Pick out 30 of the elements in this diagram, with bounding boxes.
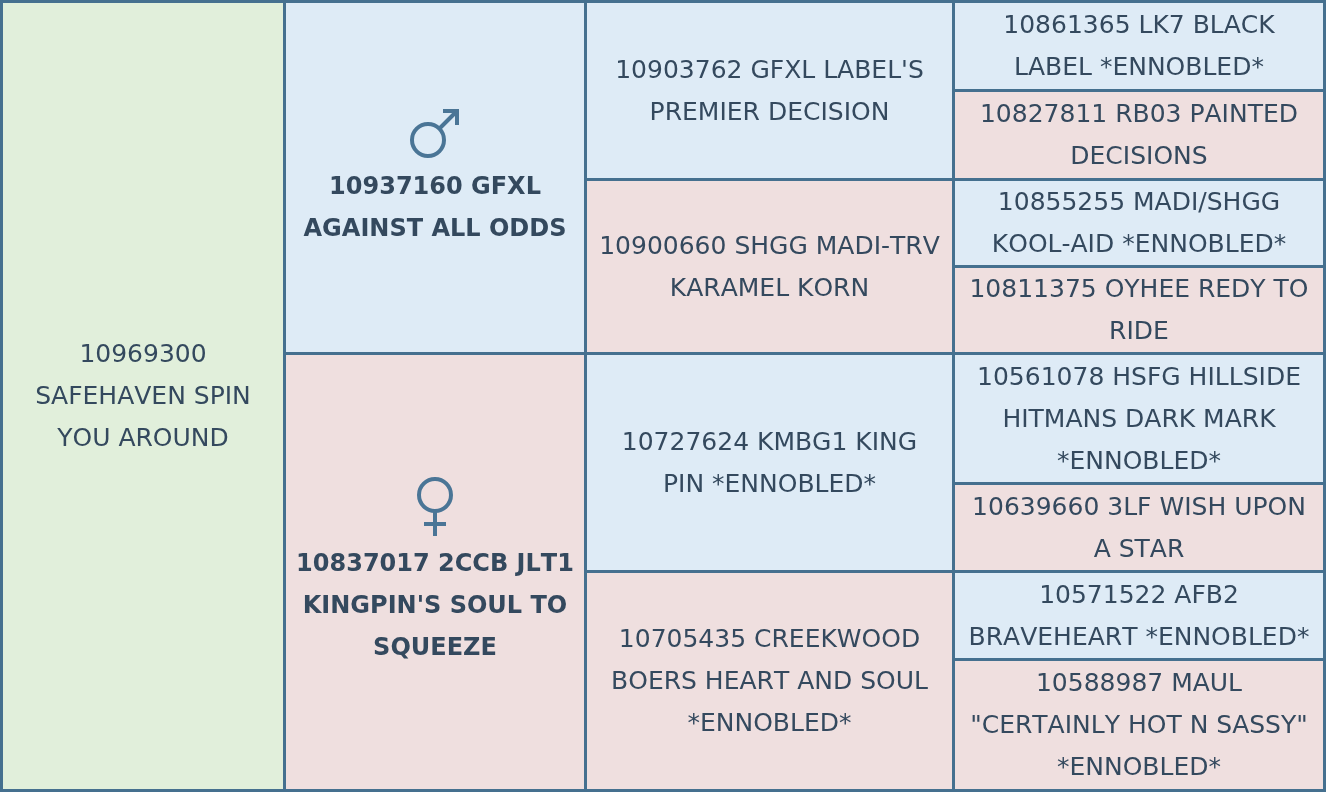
dog-name: 10900660 SHGG MADI-TRV KARAMEL KORN (598, 229, 941, 304)
dog-name: 10811375 OYHEE REDY TO RIDE (968, 273, 1310, 347)
dog-name: 10837017 2CCB JLT1 KINGPIN'S SOUL TO SQUEEZE (295, 548, 575, 663)
pedigree-cell (587, 181, 952, 352)
dog-name: 10855255 MADI/SHGG KOOL-AID *ENNOBLED* (990, 186, 1288, 260)
pedigree-cell (955, 573, 1323, 658)
dog-name: 10571522 AFB2 BRAVEHEART *ENNOBLED* (967, 578, 1311, 653)
dog-name: 10969300 SAFEHAVEN SPIN YOU AROUND (34, 338, 252, 454)
dog-name: 10588987 MAUL "CERTAINLY HOT N SASSY" *ENNOBLED* (969, 667, 1309, 783)
pedigree-cell (955, 485, 1323, 570)
dog-name: 10903762 GFXL LABEL'S PREMIER DECISION (614, 53, 925, 128)
dog-name: 10937160 GFXL AGAINST ALL ODDS (302, 170, 568, 244)
pedigree-cell (587, 3, 952, 178)
pedigree-cell (3, 3, 283, 789)
dog-name: 10727624 KMBG1 KING PIN *ENNOBLED* (620, 425, 919, 500)
pedigree-cell (286, 3, 584, 352)
pedigree-cell (955, 92, 1323, 178)
pedigree-cell (955, 661, 1323, 789)
pedigree-cell (286, 355, 584, 789)
pedigree-cell (955, 181, 1323, 265)
dog-name: 10639660 3LF WISH UPON A STAR (971, 490, 1307, 565)
pedigree-cell (955, 3, 1323, 89)
pedigree-cell (587, 573, 952, 789)
dog-name: 10705435 CREEKWOOD BOERS HEART AND SOUL *ENNOBLED* (610, 623, 929, 739)
pedigree-cell (955, 268, 1323, 352)
dog-name: 10561078 HSFG HILLSIDE HITMANS DARK MARK *ENNOBLED* (976, 360, 1302, 477)
pedigree-cell (955, 355, 1323, 482)
dog-name: 10861365 LK7 BLACK LABEL *ENNOBLED* (1002, 9, 1276, 83)
pedigree-cell (587, 355, 952, 570)
dog-name: 10827811 RB03 PAINTED DECISIONS (978, 98, 1299, 172)
